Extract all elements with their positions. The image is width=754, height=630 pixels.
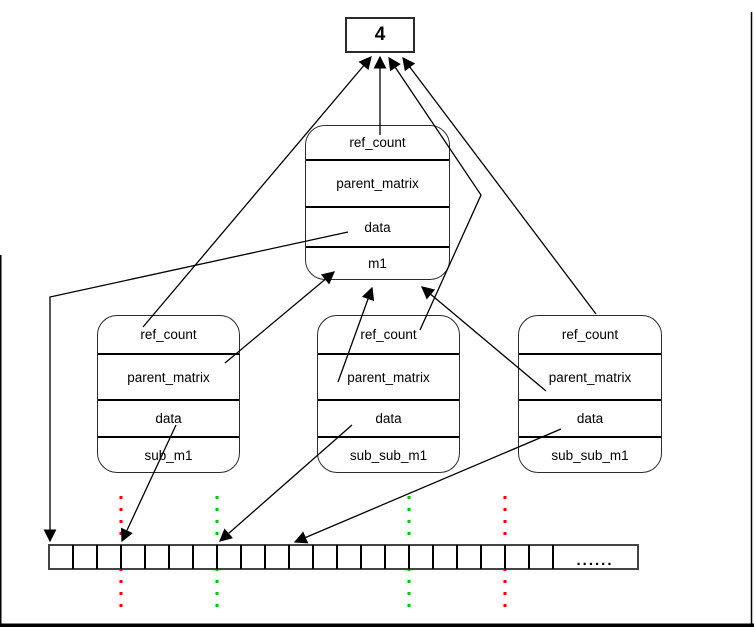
memory-array: ......: [48, 544, 639, 570]
memory-ellipsis: ......: [576, 552, 613, 569]
node-sub-sub-m1-right-name-row: sub_sub_m1: [519, 436, 661, 472]
node-sub-m1-name-row: sub_m1: [98, 436, 239, 472]
node-sub-sub-m1-middle-refcount-row: ref_count: [360, 327, 417, 342]
node-sub-sub-m1-middle-data-row: data: [318, 399, 459, 436]
node-sub-sub-m1-middle: ref_count parent_matrix data sub_sub_m1: [317, 315, 460, 473]
node-m1-data-row: data: [306, 206, 449, 246]
node-sub-sub-m1-middle-name-row: sub_sub_m1: [318, 436, 459, 472]
memory-cell-dividers: [72, 545, 554, 569]
node-sub-m1-data-row: data: [98, 399, 239, 436]
node-sub-m1: ref_count parent_matrix data sub_m1: [97, 315, 240, 473]
node-m1-parentmatrix-row: parent_matrix: [306, 159, 449, 206]
node-sub-sub-m1-right: ref_count parent_matrix data sub_sub_m1: [518, 315, 662, 473]
node-sub-sub-m1-right-parentmatrix-row: parent_matrix: [519, 353, 661, 399]
node-m1: ref_count parent_matrix data m1: [305, 125, 450, 280]
node-sub-sub-m1-middle-parentmatrix-row: parent_matrix: [318, 353, 459, 399]
node-m1-refcount-row: ref_count: [349, 135, 406, 150]
node-sub-m1-refcount-row: ref_count: [140, 327, 197, 342]
memory-array-outline: [48, 544, 639, 570]
ref-counter-box: 4: [345, 17, 415, 53]
node-sub-m1-parentmatrix-row: parent_matrix: [98, 353, 239, 399]
node-m1-name-row: m1: [306, 246, 449, 279]
node-sub-sub-m1-right-data-row: data: [519, 399, 661, 436]
node-sub-sub-m1-right-refcount-row: ref_count: [561, 327, 619, 342]
memory-guide-lines: [119, 496, 507, 614]
ref-counter-value: 4: [374, 24, 386, 45]
window-border-bottom: [0, 623, 754, 627]
